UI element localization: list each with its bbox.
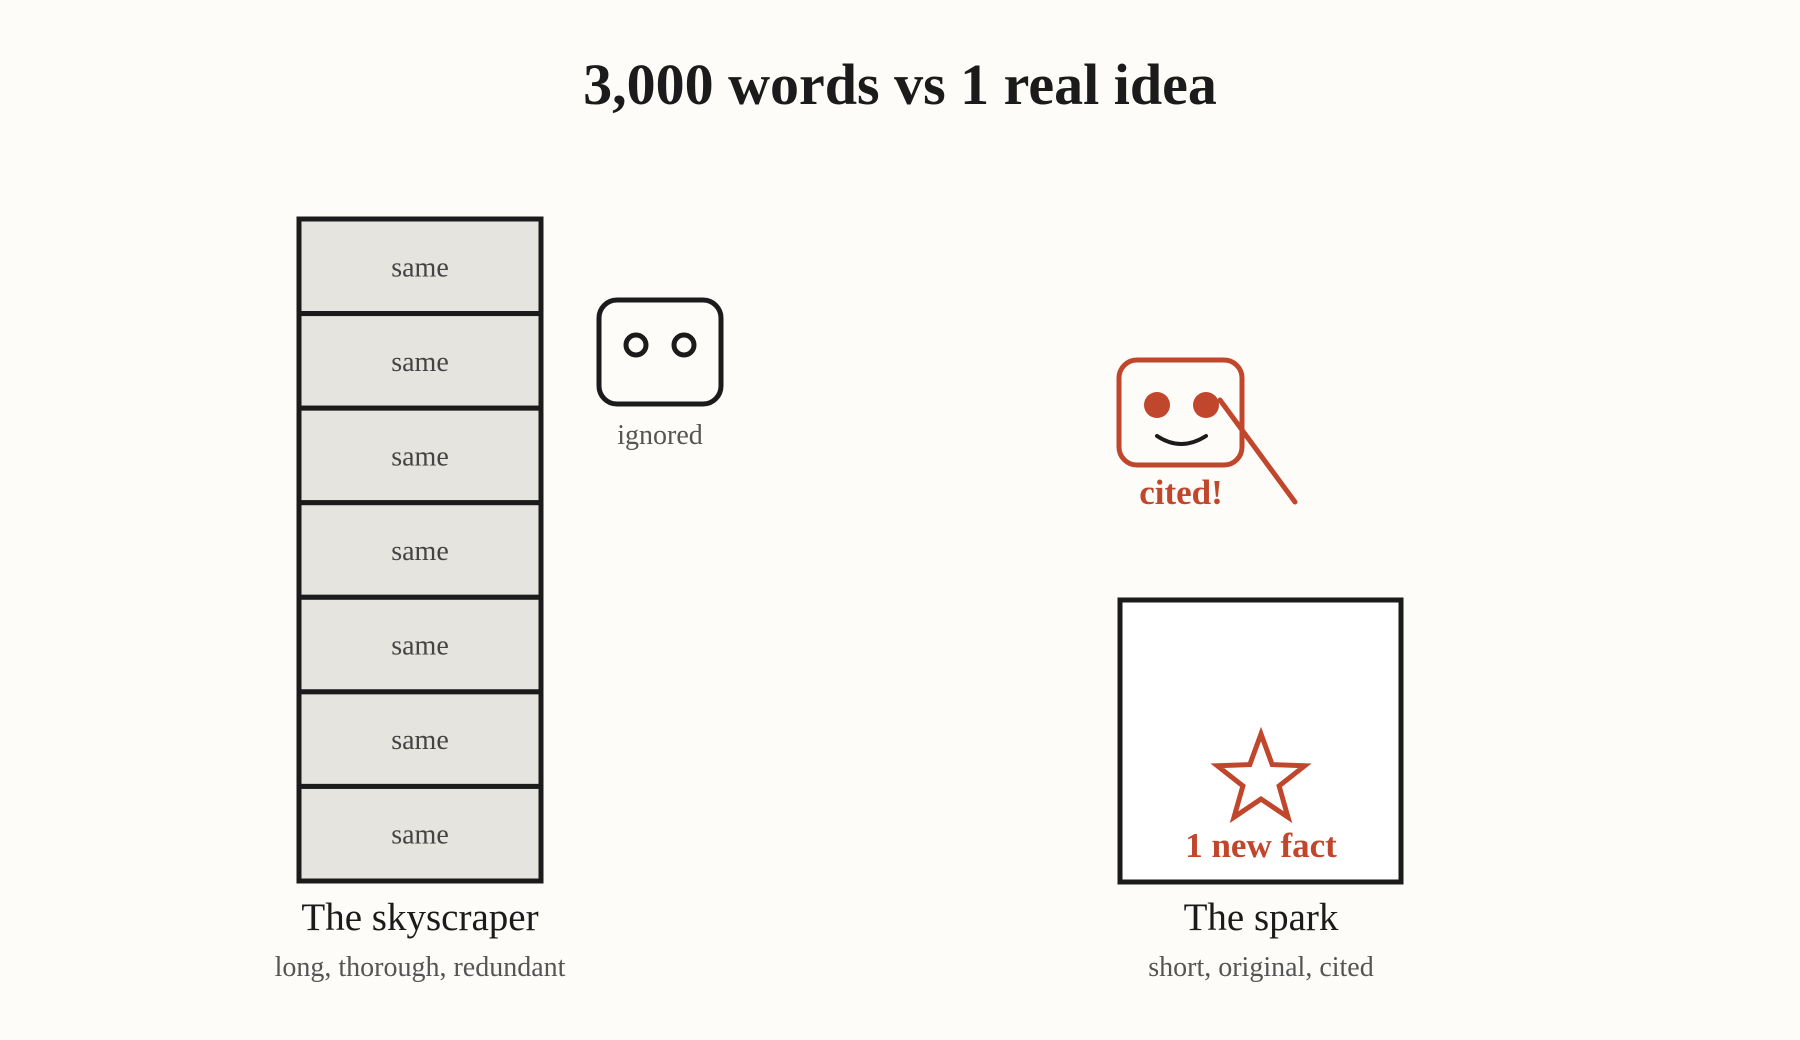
- skyscraper-floor: [296, 216, 544, 317]
- skyscraper-building: same same same same same same same: [296, 216, 544, 884]
- skyscraper-floor-label: same: [391, 347, 449, 378]
- skyscraper-floor-label: same: [391, 725, 449, 756]
- bored-face-left-eye: [623, 332, 649, 358]
- skyscraper-floor-label: same: [391, 441, 449, 472]
- bored-face-icon: [596, 297, 724, 407]
- spark-subcaption: short, original, cited: [1148, 952, 1374, 983]
- ignored-label: ignored: [617, 420, 703, 451]
- smiling-face-left-eye: [1144, 392, 1170, 418]
- skyscraper-floor: [296, 500, 544, 600]
- skyscraper-floor-label: same: [391, 820, 449, 851]
- new-fact-label: 1 new fact: [1185, 826, 1337, 865]
- skyscraper-floor-label: same: [391, 252, 449, 283]
- smiling-face-outline: [1116, 357, 1245, 468]
- cited-label: cited!: [1139, 473, 1223, 512]
- skyscraper-floor-label: same: [391, 536, 449, 567]
- spark-box: [1117, 597, 1404, 885]
- smiling-face-mouth: [1155, 434, 1208, 446]
- pointer-line: [1217, 397, 1298, 505]
- skyscraper-caption: The skyscraper: [301, 896, 538, 939]
- star-icon: [1210, 726, 1312, 824]
- smiling-face-right-eye: [1193, 392, 1219, 418]
- diagram-title: 3,000 words vs 1 real idea: [583, 52, 1217, 117]
- bored-face-right-eye: [671, 332, 697, 358]
- skyscraper-floor: [296, 689, 544, 789]
- bored-face-outline: [596, 297, 724, 407]
- smiling-face-icon: [1116, 357, 1245, 468]
- skyscraper-floor: [296, 783, 544, 884]
- skyscraper-floor-label: same: [391, 631, 449, 662]
- skyscraper-subcaption: long, thorough, redundant: [275, 952, 566, 983]
- spark-caption: The spark: [1184, 896, 1339, 939]
